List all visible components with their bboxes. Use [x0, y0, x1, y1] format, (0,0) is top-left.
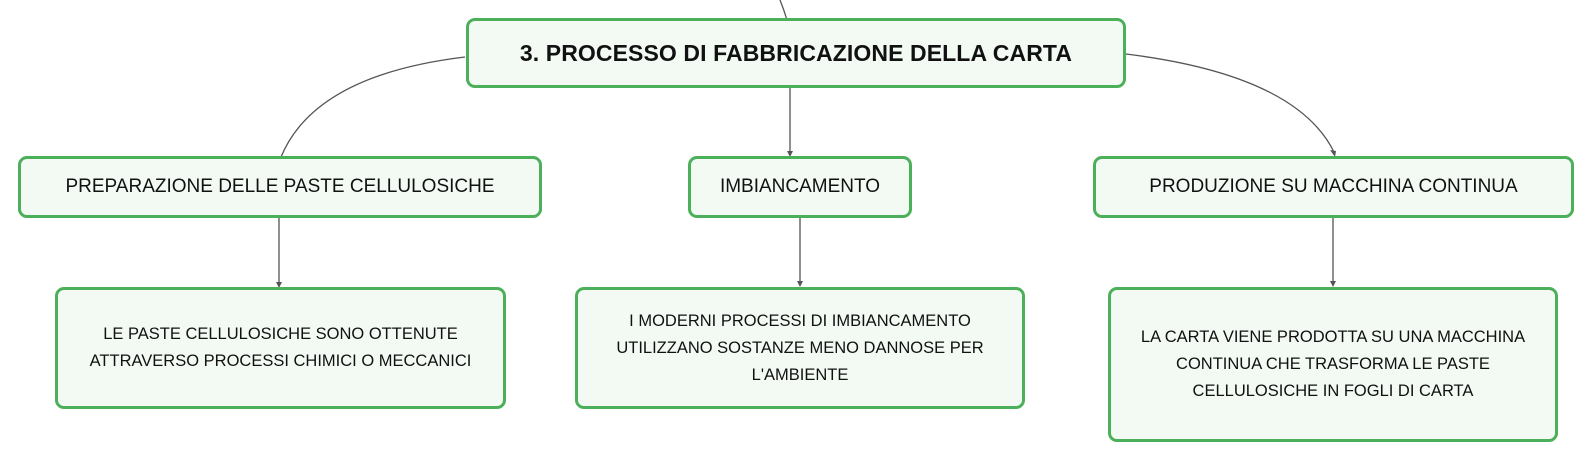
connector-root-to-branch-1 — [280, 56, 466, 158]
detail-node-imbiancamento[interactable]: I MODERNI PROCESSI DI IMBIANCAMENTO UTIL… — [575, 287, 1025, 409]
detail-text: LE PASTE CELLULOSICHE SONO OTTENUTE ATTR… — [90, 321, 472, 375]
root-title: 3. PROCESSO DI FABBRICAZIONE DELLA CARTA — [519, 39, 1073, 66]
arrowhead-detail-1 — [276, 282, 282, 288]
arrowhead-detail-2 — [797, 281, 803, 287]
branch-node-imbiancamento[interactable]: IMBIANCAMENTO — [688, 156, 912, 218]
arrowhead-branch-2 — [787, 151, 793, 157]
root-node[interactable]: 3. PROCESSO DI FABBRICAZIONE DELLA CARTA — [466, 18, 1126, 88]
detail-line: CONTINUA CHE TRASFORMA LE PASTE — [1176, 355, 1490, 373]
branch-label: PREPARAZIONE DELLE PASTE CELLULOSICHE — [65, 176, 495, 197]
connector-root-to-branch-3 — [1125, 53, 1335, 153]
arrowhead-branch-3 — [1330, 150, 1336, 157]
arrowhead-detail-3 — [1330, 281, 1336, 287]
detail-text: LA CARTA VIENE PRODOTTA SU UNA MACCHINA … — [1141, 324, 1525, 405]
connector-incoming — [779, 0, 788, 21]
branch-node-produzione[interactable]: PRODUZIONE SU MACCHINA CONTINUA — [1093, 156, 1574, 218]
detail-line: I MODERNI PROCESSI DI IMBIANCAMENTO — [629, 311, 971, 330]
detail-node-preparazione[interactable]: LE PASTE CELLULOSICHE SONO OTTENUTE ATTR… — [55, 287, 506, 409]
branch-label: PRODUZIONE SU MACCHINA CONTINUA — [1149, 176, 1518, 197]
detail-line: L'AMBIENTE — [751, 365, 849, 384]
branch-node-preparazione[interactable]: PREPARAZIONE DELLE PASTE CELLULOSICHE — [18, 156, 542, 218]
detail-text: I MODERNI PROCESSI DI IMBIANCAMENTO UTIL… — [616, 308, 983, 389]
detail-line: LE PASTE CELLULOSICHE SONO OTTENUTE — [103, 325, 458, 343]
detail-line: CELLULOSICHE IN FOGLI DI CARTA — [1192, 382, 1474, 400]
branch-label: IMBIANCAMENTO — [719, 176, 881, 197]
detail-line: UTILIZZANO SOSTANZE MENO DANNOSE PER — [616, 338, 984, 357]
detail-line: ATTRAVERSO PROCESSI CHIMICI O MECCANICI — [89, 352, 472, 370]
detail-node-produzione[interactable]: LA CARTA VIENE PRODOTTA SU UNA MACCHINA … — [1108, 287, 1558, 442]
detail-line: LA CARTA VIENE PRODOTTA SU UNA MACCHINA — [1140, 328, 1526, 346]
